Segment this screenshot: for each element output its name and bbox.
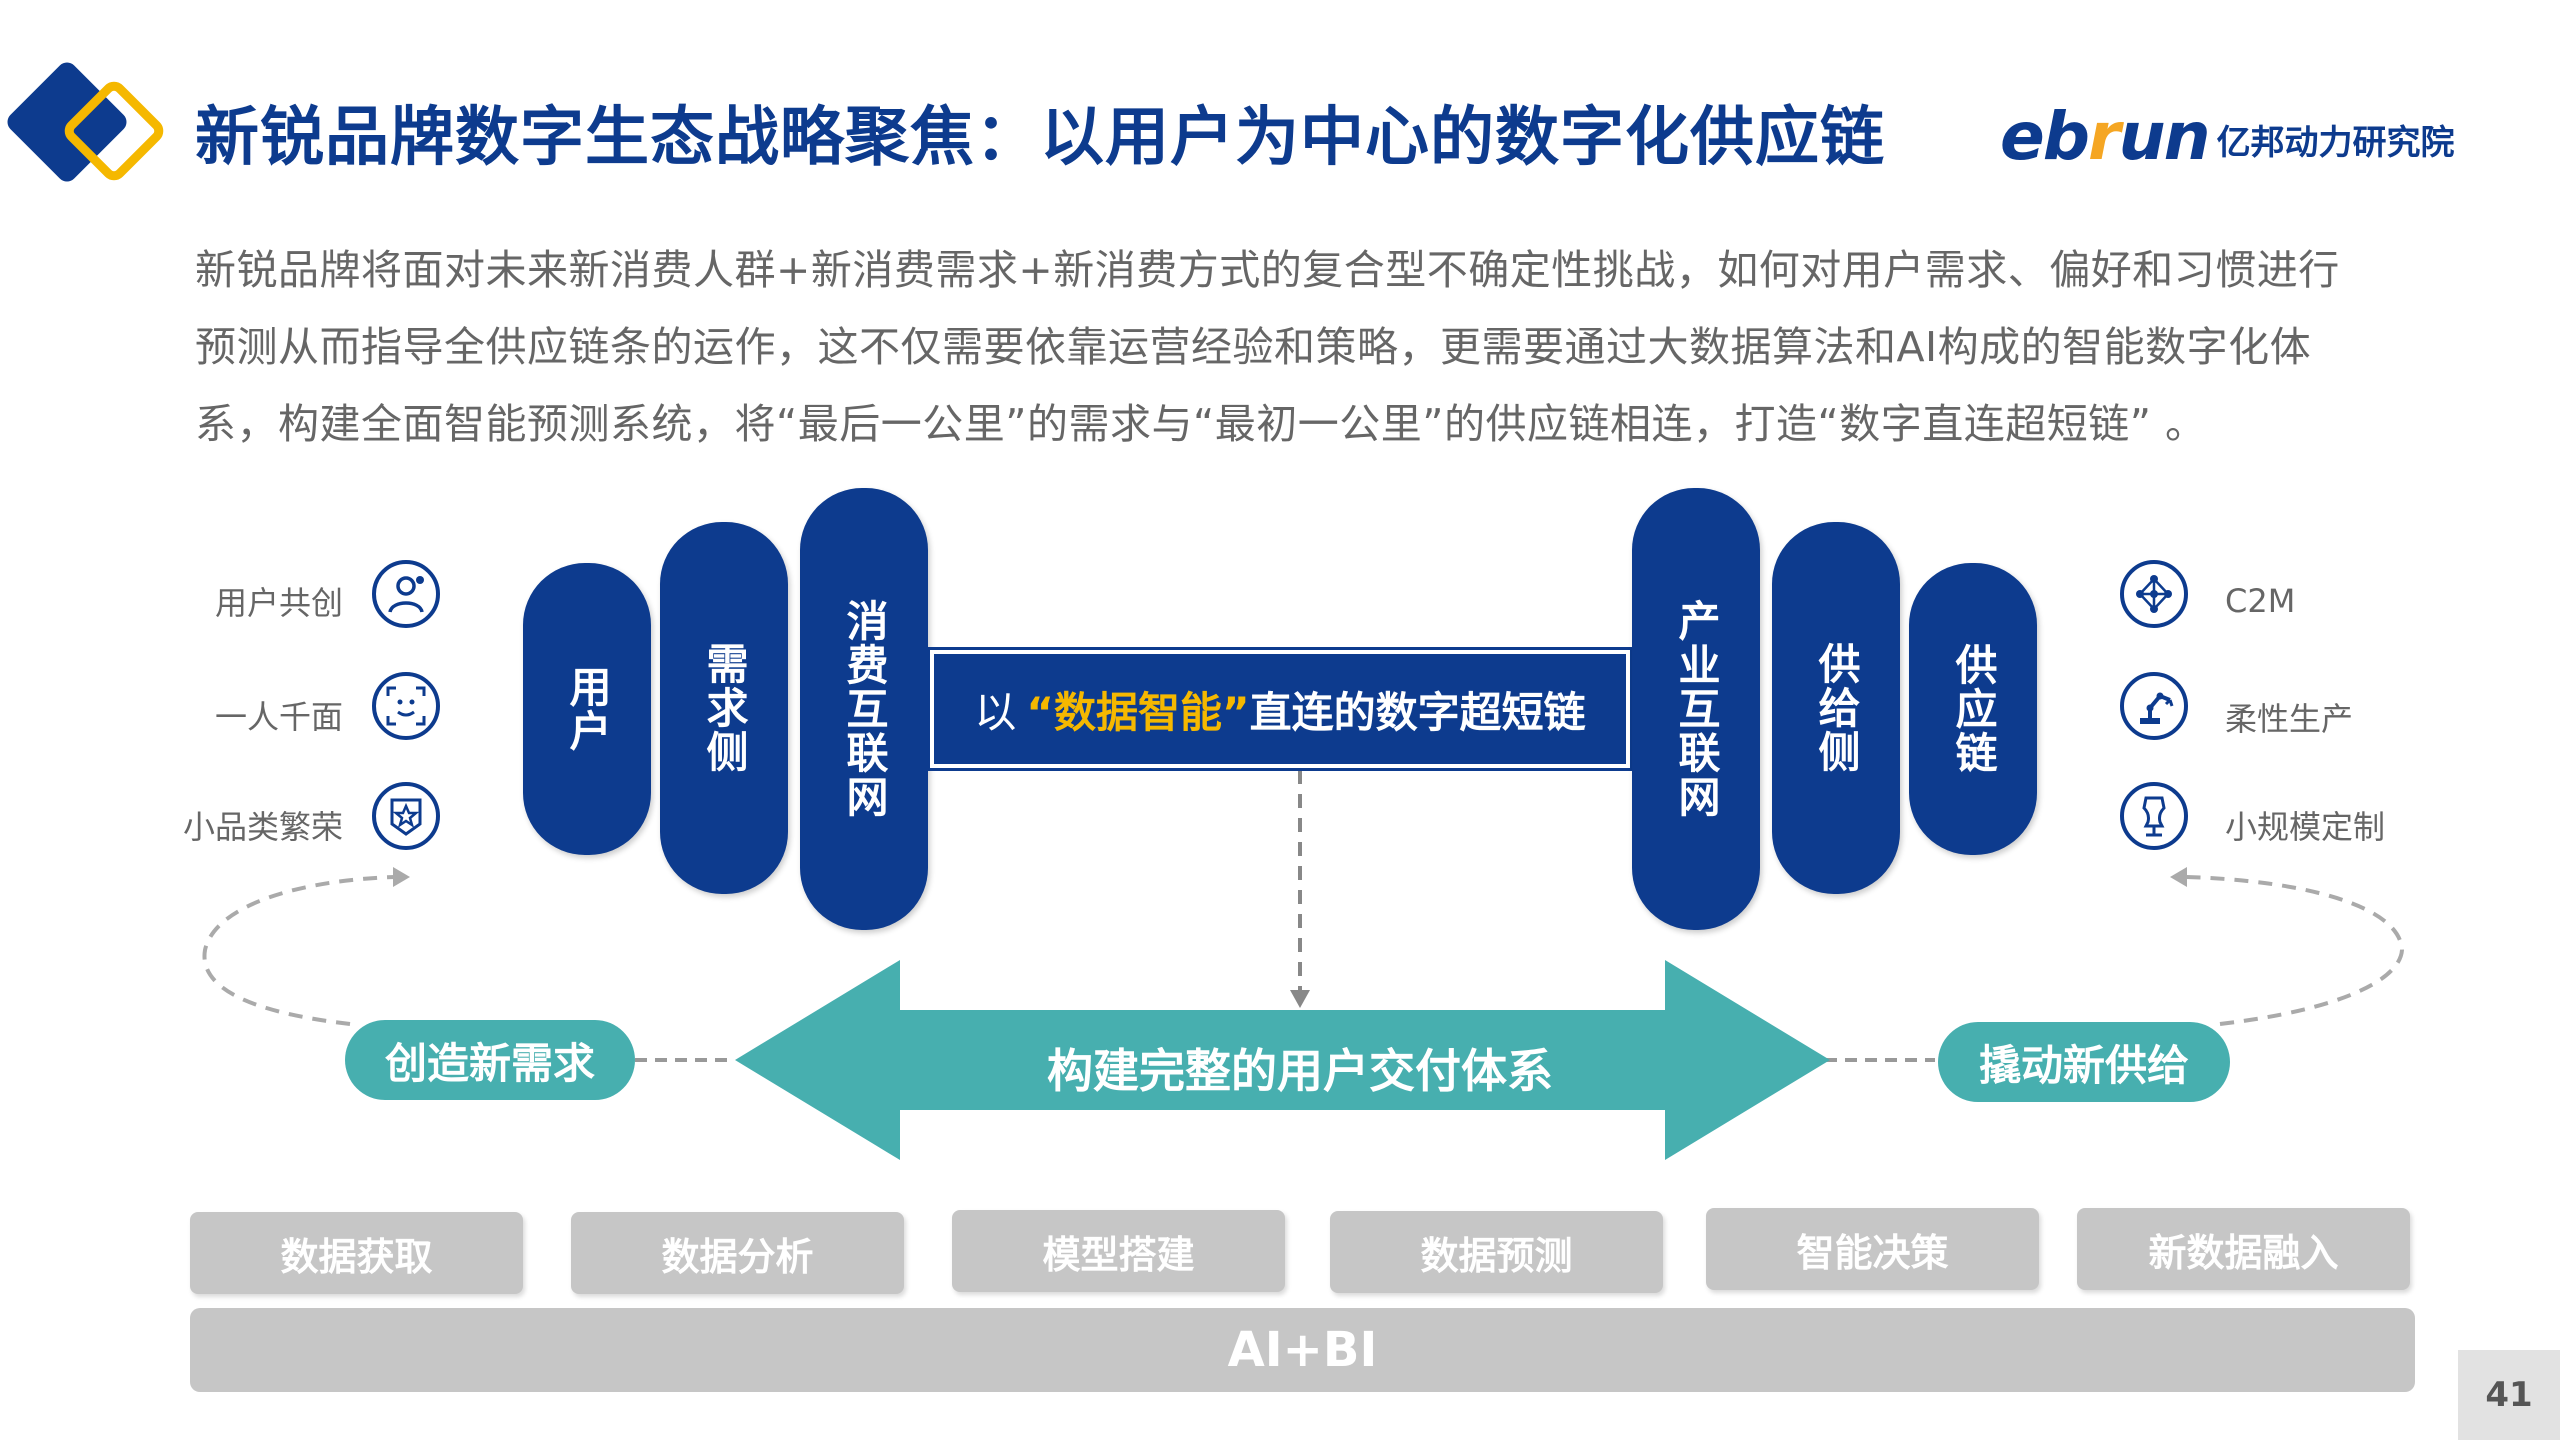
- delivery-system-label: 构建完整的用户交付体系: [1047, 1044, 1553, 1098]
- feature-label: C2M: [2225, 582, 2296, 620]
- feature-label: 用户共创: [215, 584, 344, 622]
- page-title: 新锐品牌数字生态战略聚焦：以用户为中心的数字化供应链: [195, 101, 1885, 175]
- left-loop-arrow: [202, 875, 396, 1026]
- pill-supply-chain: 供应链: [1909, 563, 2037, 855]
- feature-label: 小规模定制: [2225, 808, 2386, 846]
- face-icon: [372, 672, 440, 740]
- pill-supply-side: 供给侧: [1772, 522, 1900, 894]
- step-data-acquisition: 数据获取: [190, 1212, 523, 1294]
- right-loop-arrow: [2184, 875, 2405, 1026]
- intro-line: 系，构建全面智能预测系统，将“最后一公里”的需求与“最初一公里”的供应链相连，打…: [195, 400, 2207, 448]
- star-badge-icon: [372, 782, 440, 850]
- brand-english: ebrun: [2000, 98, 2211, 175]
- network-icon: [2120, 560, 2188, 628]
- step-data-analysis: 数据分析: [571, 1212, 904, 1294]
- pill-consumer-internet: 消费互联网: [800, 488, 928, 930]
- step-model-building: 模型搭建: [952, 1210, 1285, 1292]
- intro-line: 新锐品牌将面对未来新消费人群+新消费需求+新消费方式的复合型不确定性挑战，如何对…: [195, 246, 2340, 294]
- feature-label: 小品类繁荣: [183, 808, 344, 846]
- feature-label: 柔性生产: [2225, 700, 2354, 738]
- new-supply-label: 撬动新供给: [1938, 1022, 2230, 1102]
- step-new-data-integration: 新数据融入: [2077, 1208, 2410, 1290]
- pill-demand-side: 需求侧: [660, 522, 788, 894]
- ebrun-brand-logo: ebrun 亿邦动力研究院: [2000, 90, 2455, 170]
- center-slogan-bar: 以“数据智能”直连的数字超短链: [930, 650, 1630, 768]
- create-demand-label: 创造新需求: [345, 1020, 635, 1100]
- intro-paragraph: 新锐品牌将面对未来新消费人群+新消费需求+新消费方式的复合型不确定性挑战，如何对…: [195, 232, 2395, 463]
- ai-bi-foundation: AI+BI: [190, 1308, 2415, 1392]
- delivery-double-arrow: [735, 960, 1830, 1160]
- mannequin-icon: [2120, 782, 2188, 850]
- step-data-forecast: 数据预测: [1330, 1211, 1663, 1293]
- diamond-logo-icon: [7, 62, 164, 182]
- user-icon: [372, 560, 440, 628]
- step-smart-decision: 智能决策: [1706, 1208, 2039, 1290]
- brand-chinese: 亿邦动力研究院: [2216, 123, 2455, 163]
- robot-arm-icon: [2120, 672, 2188, 740]
- page-number: 41: [2458, 1350, 2560, 1440]
- pill-user: 用户: [523, 563, 651, 855]
- intro-line: 预测从而指导全供应链条的运作，这不仅需要依靠运营经验和策略，更需要通过大数据算法…: [195, 323, 2312, 371]
- pill-industrial-internet: 产业互联网: [1632, 488, 1760, 930]
- feature-label: 一人千面: [215, 698, 344, 736]
